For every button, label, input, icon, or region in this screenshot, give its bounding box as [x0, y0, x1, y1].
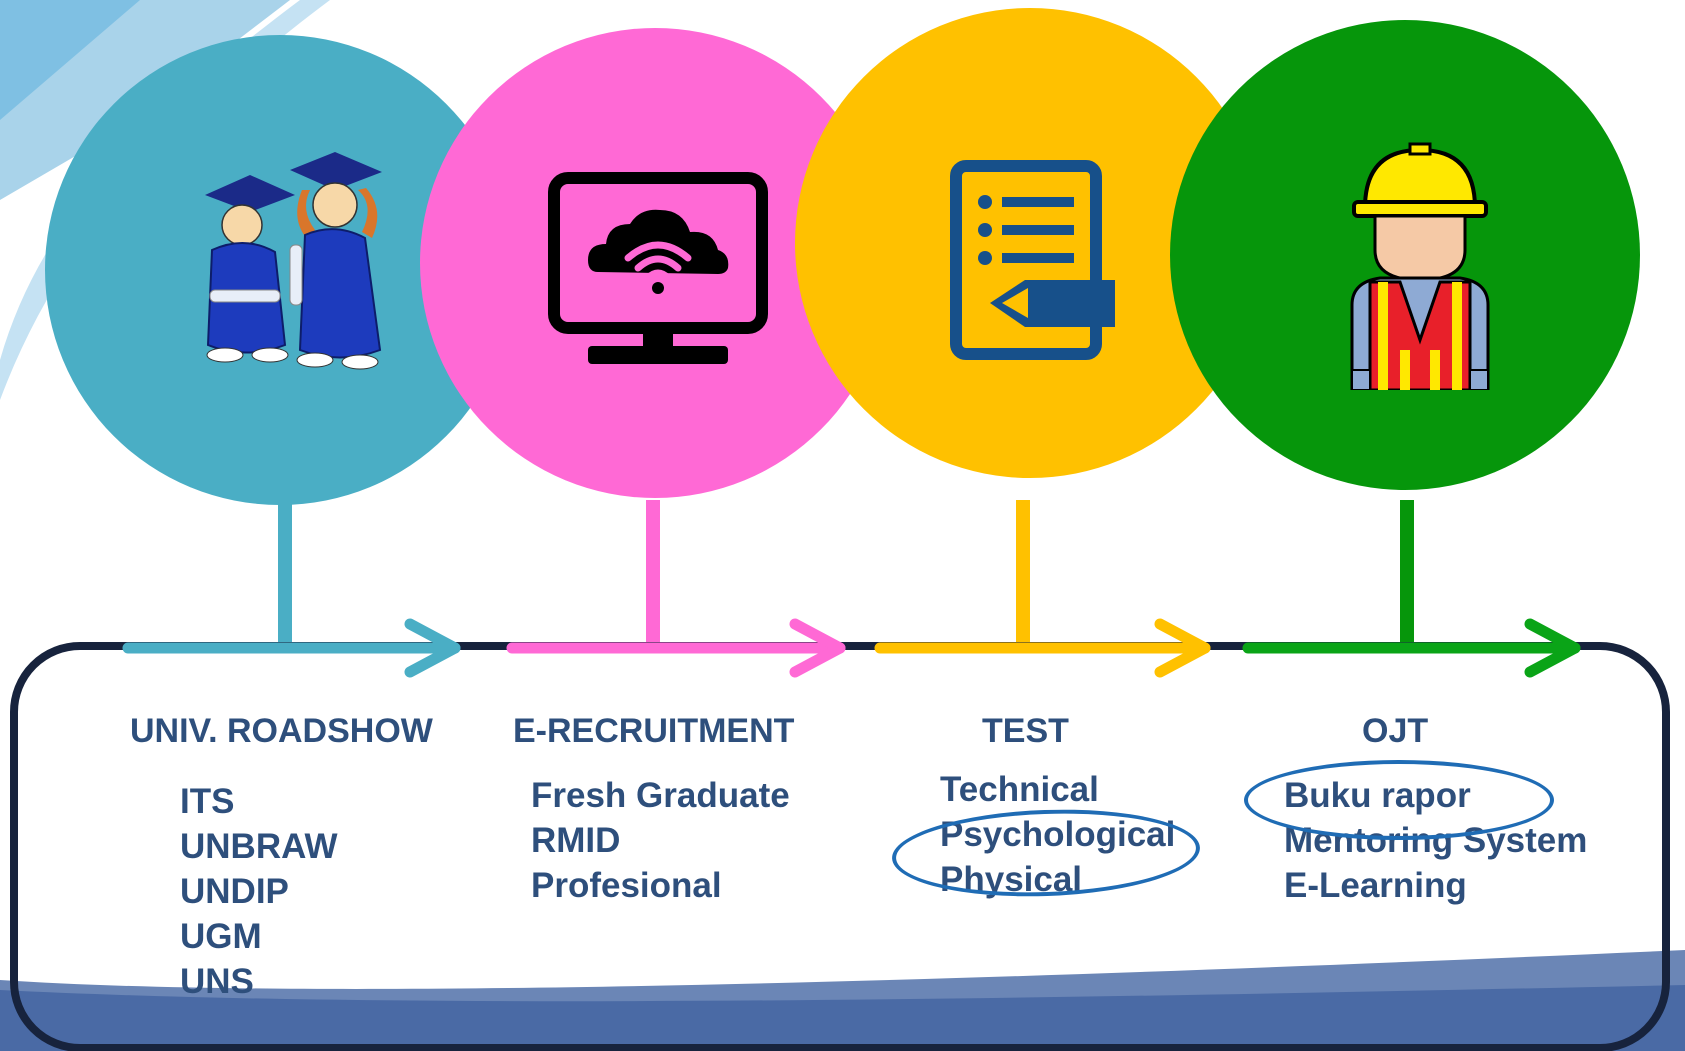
highlight-oval-buku-rapor [1244, 760, 1554, 840]
stem-ojt [1400, 500, 1414, 650]
stage-title-test: TEST [982, 712, 1069, 750]
graduates-icon [190, 150, 410, 380]
list-item: UNBRAW [180, 827, 338, 866]
list-item: E-Learning [1284, 866, 1467, 905]
list-item: RMID [531, 821, 621, 860]
stage-roadshow: UNIV. ROADSHOW ITS UNBRAW UNDIP UGM UNS [130, 712, 433, 1004]
stage-title-erecruitment: E-RECRUITMENT [513, 712, 795, 750]
stem-roadshow [278, 500, 292, 650]
list-item: UNDIP [180, 872, 289, 911]
list-item: Profesional [531, 866, 722, 905]
list-item: Psychological [940, 815, 1176, 854]
list-item: UGM [180, 917, 262, 956]
stage-title-ojt: OJT [1362, 712, 1429, 750]
list-item: ITS [180, 782, 235, 821]
stage-title-roadshow: UNIV. ROADSHOW [130, 712, 433, 750]
construction-worker-icon [1340, 140, 1500, 395]
cloud-monitor-icon [548, 172, 768, 377]
checklist-pencil-icon [950, 160, 1125, 365]
stage-erecruitment: E-RECRUITMENT Fresh Graduate RMID Profes… [513, 712, 794, 908]
list-item: Technical [940, 770, 1099, 809]
stage-test: TEST Technical Psychological Physical [940, 712, 1175, 902]
list-item: Physical [940, 860, 1083, 899]
stem-test [1016, 500, 1030, 650]
list-item: UNS [180, 962, 254, 1001]
list-item: Fresh Graduate [531, 776, 790, 815]
stem-erecruitment [646, 500, 660, 650]
